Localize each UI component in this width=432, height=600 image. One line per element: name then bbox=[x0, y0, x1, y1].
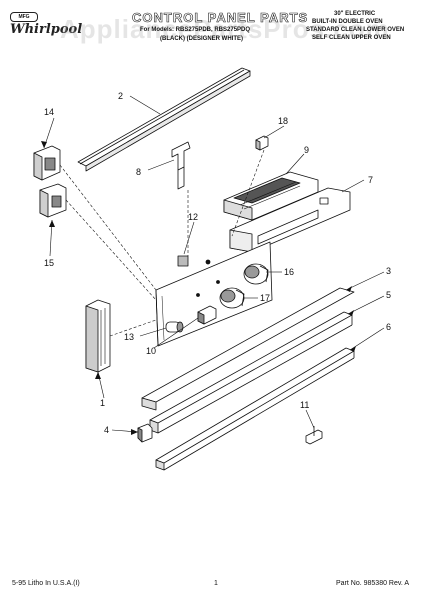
litho-note: 5-95 Litho In U.S.A.(I) bbox=[12, 580, 80, 587]
part-2-top-trim bbox=[77, 67, 251, 172]
spec-line-3: STANDARD CLEAN LOWER OVEN bbox=[306, 27, 405, 33]
watermark: AppliancePartsPros.com bbox=[60, 14, 390, 44]
part-11-clip bbox=[305, 426, 323, 445]
callout-3: 3 bbox=[386, 266, 391, 276]
part-17-knob bbox=[219, 287, 245, 309]
callout-7: 7 bbox=[368, 175, 373, 185]
part-15-connector bbox=[39, 183, 67, 218]
callout-9: 9 bbox=[304, 145, 309, 155]
part-18-clip bbox=[255, 135, 269, 151]
part-12-switch bbox=[177, 255, 189, 267]
callout-13: 13 bbox=[124, 332, 134, 342]
part-8-bracket bbox=[171, 141, 191, 190]
part-14-connector bbox=[33, 145, 61, 181]
part-number: Part No. 985380 Rev. A bbox=[336, 580, 410, 587]
part-4-end-clip bbox=[137, 423, 153, 443]
brand-logo: Whirlpool bbox=[10, 22, 83, 37]
callout-11: 11 bbox=[300, 400, 309, 410]
callout-1: 1 bbox=[100, 398, 105, 408]
spec-line-4: SELF CLEAN UPPER OVEN bbox=[312, 35, 391, 41]
callout-12: 12 bbox=[188, 212, 198, 222]
callout-18: 18 bbox=[278, 116, 288, 126]
part-7-control-panel bbox=[229, 187, 351, 253]
callout-16: 16 bbox=[284, 267, 294, 277]
page-number: 1 bbox=[214, 580, 218, 587]
callout-2: 2 bbox=[118, 91, 123, 101]
callout-15: 15 bbox=[44, 258, 54, 268]
spec-line-1: 30" ELECTRIC bbox=[334, 11, 376, 17]
part-1-end-cap bbox=[85, 299, 111, 373]
panel-frame bbox=[155, 241, 273, 347]
page-title: CONTROL PANEL PARTS bbox=[132, 10, 309, 26]
model-line: For Models: RBS275PDB, RBS275PDQ bbox=[140, 27, 251, 33]
callout-5: 5 bbox=[386, 290, 391, 300]
callout-14: 14 bbox=[44, 107, 54, 117]
part-3-trim-strip bbox=[141, 287, 355, 411]
callout-8: 8 bbox=[136, 167, 141, 177]
color-line: (BLACK) (DESIGNER WHITE) bbox=[160, 36, 243, 42]
callout-10: 10 bbox=[146, 346, 156, 356]
spec-line-2: BUILT-IN DOUBLE OVEN bbox=[312, 19, 383, 25]
callout-4: 4 bbox=[104, 425, 109, 435]
callout-17: 17 bbox=[260, 293, 270, 303]
part-9-control-board bbox=[223, 171, 319, 221]
part-13-lamp bbox=[165, 321, 184, 333]
callout-6: 6 bbox=[386, 322, 391, 332]
logo-badge: MFG bbox=[10, 12, 38, 22]
part-16-knob bbox=[243, 263, 269, 285]
